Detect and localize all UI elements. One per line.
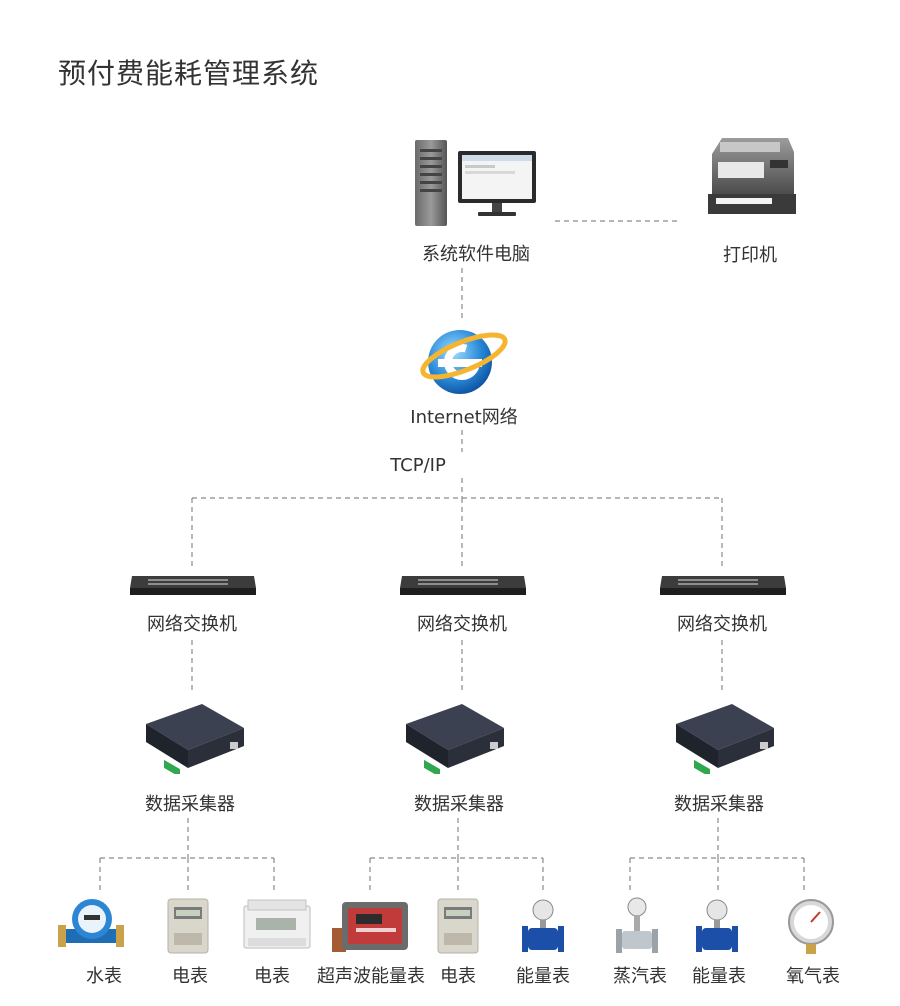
protocol-label: TCP/IP	[390, 455, 446, 476]
internet-label: Internet网络	[410, 407, 518, 428]
meter-label-water: 水表	[86, 966, 122, 987]
collector-label-1: 数据采集器	[145, 794, 235, 815]
steam-meter-icon	[616, 897, 658, 953]
din-electric-meter-icon	[243, 899, 311, 949]
electric-meter-icon	[167, 898, 209, 954]
internet-icon	[420, 330, 508, 394]
printer-icon	[708, 138, 796, 214]
data-collector-icon	[676, 704, 774, 774]
collector-label-3: 数据采集器	[674, 794, 764, 815]
meter-label-electric: 电表	[440, 966, 476, 987]
water-meter-icon	[58, 899, 124, 947]
ultrasonic-energy-meter-icon	[332, 902, 408, 952]
network-switch-icon	[130, 576, 256, 595]
computer-icon	[415, 140, 536, 226]
printer-label: 打印机	[723, 245, 777, 266]
meter-label-electric: 电表	[254, 966, 290, 987]
energy-meter-icon	[522, 899, 564, 952]
page-title: 预付费能耗管理系统	[58, 57, 320, 90]
meter-label-ultrasonic: 超声波能量表	[317, 966, 425, 987]
meter-label-energy: 能量表	[516, 966, 570, 987]
computer-label: 系统软件电脑	[422, 244, 530, 265]
data-collector-icon	[406, 704, 504, 774]
switch-label-3: 网络交换机	[677, 614, 767, 635]
network-switch-icon	[400, 576, 526, 595]
switch-label-2: 网络交换机	[417, 614, 507, 635]
switch-label-1: 网络交换机	[147, 614, 237, 635]
data-collector-icon	[146, 704, 244, 774]
energy-meter-icon	[696, 899, 738, 952]
electric-meter-icon	[437, 898, 479, 954]
network-switch-icon	[660, 576, 786, 595]
collector-label-2: 数据采集器	[414, 794, 504, 815]
meter-label-energy: 能量表	[692, 966, 746, 987]
meter-label-steam: 蒸汽表	[613, 966, 667, 987]
meter-label-electric: 电表	[172, 966, 208, 987]
oxygen-gauge-icon	[788, 899, 834, 954]
meter-label-oxygen: 氧气表	[786, 966, 840, 987]
